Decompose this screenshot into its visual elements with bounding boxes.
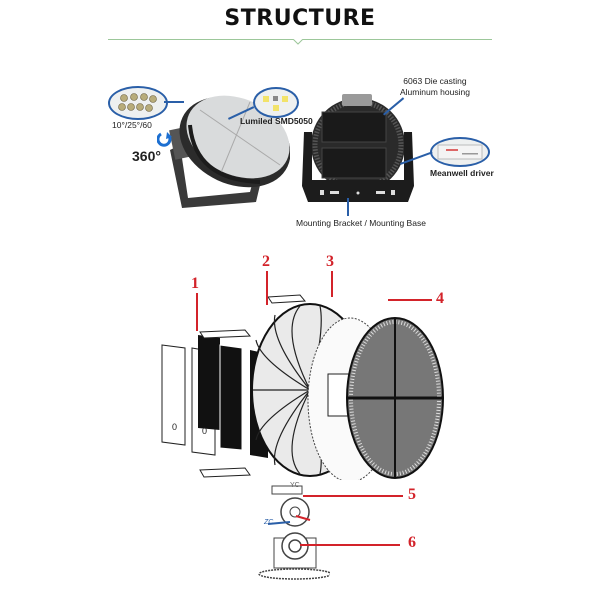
part-label-3: 3: [326, 253, 334, 270]
axis-label-top: YC: [290, 482, 300, 489]
part-label-2: 2: [262, 253, 270, 270]
beam-angle-leader: [164, 101, 184, 103]
housing-label: 6063 Die casting Aluminum housing: [400, 76, 470, 98]
mount-assembly-illustration: [258, 485, 332, 580]
divider-notch-icon: [293, 39, 303, 45]
part-leader-4: [388, 299, 432, 301]
part-leader-3: [331, 271, 333, 297]
part-label-5: 5: [408, 486, 416, 503]
rotation-arrow-icon: [157, 132, 172, 147]
part-label-4: 4: [436, 290, 444, 307]
part-label-1: 1: [191, 275, 199, 292]
mount-assembly-diagram: [250, 480, 332, 580]
part-leader-5: [303, 495, 403, 497]
housing-label-line1: 6063 Die casting: [403, 76, 467, 86]
panel-mark-1: 0: [172, 422, 178, 432]
led-chip-oval: [253, 87, 299, 118]
lens-detail-oval: [108, 86, 168, 120]
part-leader-6: [300, 544, 400, 546]
exploded-assembly-illustration: [161, 294, 444, 483]
led-chip-label: Lumiled SMD5050: [240, 116, 313, 126]
part-leader-1: [196, 293, 198, 331]
bracket-leader: [347, 198, 349, 216]
housing-label-line2: Aluminum housing: [400, 87, 470, 97]
driver-detail-oval: [430, 137, 490, 167]
part-leader-2: [266, 271, 268, 305]
front-view-photo: [140, 80, 291, 210]
beam-angle-label: 10°/25°/60: [112, 120, 152, 130]
driver-label: Meanwell driver: [430, 168, 494, 178]
exploded-view-diagram: [150, 270, 450, 483]
rear-view-photo: [300, 90, 420, 210]
axis-label-left: ZC: [264, 519, 274, 526]
page-title: STRUCTURE: [224, 6, 376, 31]
part-label-6: 6: [408, 534, 416, 551]
panel-mark-2: 0: [202, 426, 208, 436]
floodlight-front-illustration: [169, 95, 291, 208]
rotation-label: 360°: [132, 148, 161, 164]
floodlight-rear-illustration: [302, 94, 414, 202]
bracket-label: Mounting Bracket / Mounting Base: [296, 218, 426, 228]
